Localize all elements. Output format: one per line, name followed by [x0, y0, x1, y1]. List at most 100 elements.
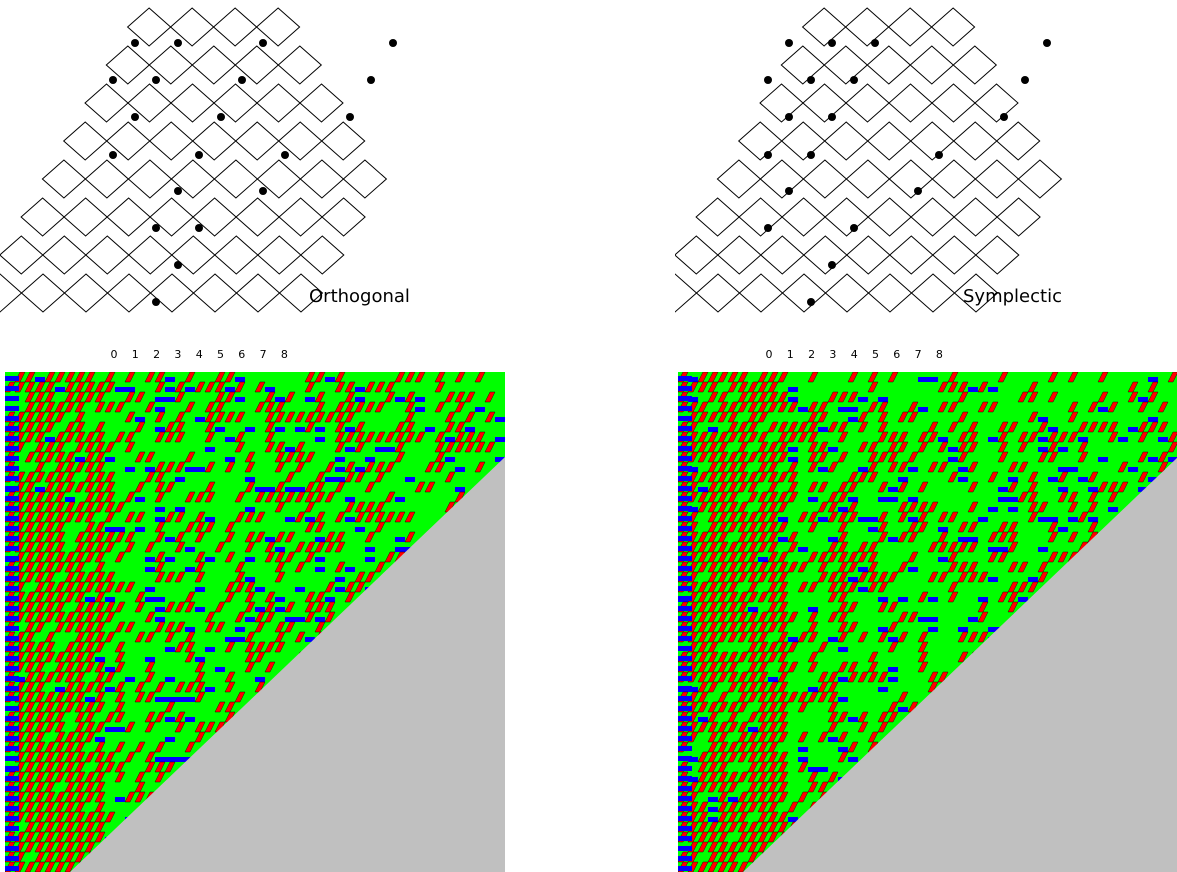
- red-lozenge: [1097, 481, 1109, 493]
- red-lozenge: [234, 571, 246, 583]
- red-lozenge: [24, 671, 36, 683]
- blue-lozenge: [5, 796, 19, 801]
- red-lozenge: [837, 421, 849, 433]
- red-lozenge: [314, 372, 326, 383]
- blue-lozenge: [5, 616, 19, 621]
- rhombus-tile: [63, 273, 109, 313]
- red-lozenge: [737, 521, 749, 533]
- dot-marker: [807, 76, 815, 84]
- red-lozenge: [34, 421, 46, 433]
- red-lozenge: [44, 841, 56, 853]
- blue-lozenge: [1008, 507, 1018, 512]
- red-lozenge: [94, 751, 106, 763]
- blue-lozenge: [85, 697, 95, 702]
- blue-lozenge: [678, 706, 692, 711]
- red-lozenge: [1167, 431, 1177, 443]
- red-lozenge: [54, 491, 66, 503]
- red-lozenge: [94, 391, 106, 403]
- red-lozenge: [264, 611, 276, 623]
- blue-lozenge: [5, 776, 19, 781]
- red-lozenge: [64, 841, 76, 853]
- red-lozenge: [484, 391, 496, 403]
- red-lozenge: [717, 541, 729, 553]
- red-lozenge: [777, 501, 789, 513]
- red-lozenge: [44, 771, 56, 783]
- red-lozenge: [34, 711, 46, 723]
- red-lozenge: [857, 571, 869, 583]
- dot-marker: [764, 76, 772, 84]
- red-lozenge: [304, 501, 316, 513]
- blue-lozenge: [155, 607, 165, 612]
- blue-lozenge: [5, 376, 19, 381]
- red-lozenge: [697, 411, 709, 423]
- red-lozenge: [707, 631, 719, 643]
- blue-lozenge: [295, 587, 305, 592]
- red-lozenge: [84, 651, 96, 663]
- red-lozenge: [717, 761, 729, 773]
- red-lozenge: [424, 461, 436, 473]
- red-lozenge: [74, 851, 86, 863]
- blue-lozenge: [908, 517, 918, 522]
- red-lozenge: [94, 431, 106, 443]
- red-lozenge: [114, 661, 126, 673]
- red-lozenge: [917, 441, 929, 453]
- blue-lozenge: [325, 377, 335, 382]
- red-lozenge: [707, 531, 719, 543]
- blue-lozenge: [315, 537, 325, 542]
- red-lozenge: [154, 461, 166, 473]
- red-lozenge: [484, 441, 496, 453]
- red-lozenge: [837, 731, 849, 743]
- blue-lozenge: [455, 487, 465, 492]
- red-lozenge: [104, 581, 116, 593]
- red-lozenge: [364, 511, 376, 523]
- red-lozenge: [727, 541, 739, 553]
- red-lozenge: [274, 631, 286, 643]
- blue-lozenge: [5, 506, 19, 511]
- blue-lozenge: [1078, 437, 1088, 442]
- red-lozenge: [737, 791, 749, 803]
- blue-lozenge: [678, 686, 692, 691]
- red-lozenge: [747, 731, 759, 743]
- red-lozenge: [697, 701, 709, 713]
- red-lozenge: [434, 401, 446, 413]
- blue-lozenge: [5, 596, 19, 601]
- red-lozenge: [797, 561, 809, 573]
- red-lozenge: [84, 701, 96, 713]
- rhombus-tile: [149, 273, 195, 313]
- blue-lozenge: [145, 557, 155, 562]
- red-lozenge: [957, 381, 969, 393]
- red-lozenge: [54, 771, 66, 783]
- red-lozenge: [294, 631, 306, 643]
- rhombus-tile: [910, 197, 955, 237]
- blue-lozenge: [1068, 517, 1078, 522]
- blue-lozenge: [165, 717, 175, 722]
- red-lozenge: [877, 631, 889, 643]
- red-lozenge: [214, 411, 226, 423]
- red-lozenge: [757, 521, 769, 533]
- red-lozenge: [484, 411, 496, 423]
- blue-lozenge: [95, 657, 105, 662]
- blue-lozenge: [245, 577, 255, 582]
- rhombus-tile: [781, 197, 826, 237]
- red-lozenge: [757, 381, 769, 393]
- red-lozenge: [64, 811, 76, 823]
- red-lozenge: [927, 461, 939, 473]
- blue-lozenge: [958, 467, 968, 472]
- red-lozenge: [1157, 421, 1169, 433]
- red-lozenge: [697, 671, 709, 683]
- red-lozenge: [34, 671, 46, 683]
- blue-lozenge: [175, 757, 185, 762]
- red-lozenge: [184, 631, 196, 643]
- red-lozenge: [807, 551, 819, 563]
- blue-lozenge: [998, 547, 1008, 552]
- red-lozenge: [74, 731, 86, 743]
- red-lozenge: [767, 801, 779, 813]
- red-lozenge: [767, 711, 779, 723]
- red-lozenge: [937, 401, 949, 413]
- red-lozenge: [727, 581, 739, 593]
- red-lozenge: [64, 571, 76, 583]
- blue-lozenge: [165, 557, 175, 562]
- red-lozenge: [54, 451, 66, 463]
- red-lozenge: [74, 511, 86, 523]
- red-lozenge: [887, 571, 899, 583]
